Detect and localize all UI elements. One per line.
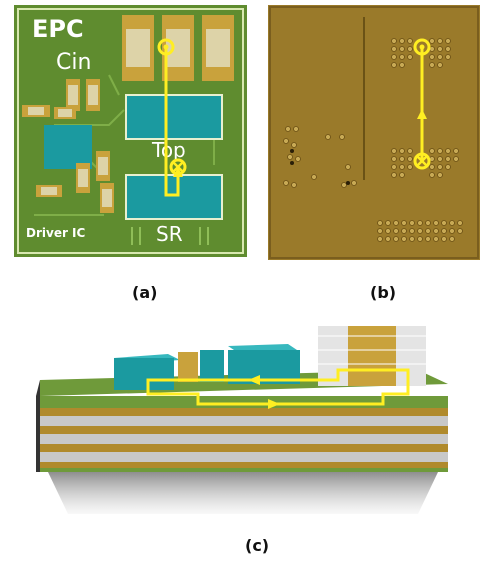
caption-a: (a) [132,283,158,302]
current-loop-a [164,47,180,197]
panel-c-cross-section [18,322,465,514]
panel-a-top-view: EPC Cin Top SR Driver IC [14,5,247,257]
circle-dot-icon [413,38,431,56]
layer-stack [36,396,448,472]
via-scatter-left [283,126,357,188]
panel-b-svg [268,5,480,260]
fet-blocks-3d [114,344,300,390]
label-sr: SR [156,222,183,246]
label-cin: Cin [56,50,91,75]
via-field-bottom [377,220,463,242]
cin-capacitors [122,15,234,81]
driver-ic [44,125,92,169]
circle-cross-icon [413,152,431,170]
board-outline [17,8,244,254]
label-top: Top [151,138,186,162]
arrow-icon [417,109,427,119]
via-field-top [391,38,451,68]
current-loop-c [146,368,410,406]
panel-b-inner-layer [268,5,480,260]
inner-copper-layer [268,5,480,260]
cin-capacitors-3d [318,326,426,386]
label-epc: EPC [32,15,84,43]
panel-c-svg [36,326,448,514]
small-passives [22,79,114,213]
sr-pads [131,227,209,245]
caption-c: (c) [245,536,270,555]
label-driver-ic: Driver IC [26,226,86,240]
sr-fet [125,174,223,220]
arrow-icon [268,399,280,409]
via-dark-holes [290,149,350,185]
circle-cross-icon [169,158,187,176]
panel-a-svg: EPC Cin Top SR Driver IC [14,5,247,257]
circle-dot-icon [157,38,175,56]
board-shadow [48,472,438,514]
top-fet [125,94,223,140]
board-left-edge [36,380,40,472]
arrow-icon [248,375,260,385]
caption-b: (b) [370,283,397,302]
via-field-middle [391,148,459,178]
